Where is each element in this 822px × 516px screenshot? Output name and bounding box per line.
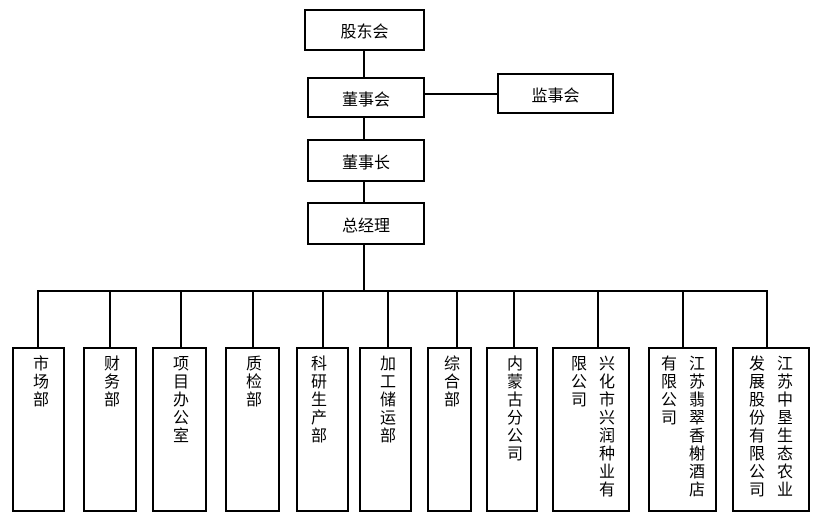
board-label: 董事会 bbox=[341, 89, 390, 109]
drop-line-research-production bbox=[322, 290, 324, 348]
dept-box-jiangsu-zhongken: 江苏中垦生态农业 发展股份有限公司 bbox=[732, 347, 810, 512]
dept-box-quality: 质检部 bbox=[225, 347, 280, 512]
connector-board-chairman bbox=[363, 117, 365, 140]
dept-box-market: 市场部 bbox=[12, 347, 65, 512]
dept-label-general: 综合部 bbox=[441, 355, 460, 409]
shareholders-label: 股东会 bbox=[340, 22, 389, 41]
dept-label-jiangsu-zhongken-col1: 江苏中垦生态农业 bbox=[774, 355, 793, 499]
dept-label-quality: 质检部 bbox=[243, 355, 262, 409]
dept-box-general: 综合部 bbox=[427, 347, 472, 512]
dept-label-processing-storage: 加工储运部 bbox=[377, 355, 396, 445]
dept-box-xinghua-xingrun: 兴化市兴润种业有 限公司 bbox=[552, 347, 630, 512]
drop-line-finance bbox=[109, 290, 111, 348]
drop-line-jiangsu-feicui-hotel bbox=[682, 290, 684, 348]
drop-line-market bbox=[37, 290, 39, 348]
drop-line-project-office bbox=[180, 290, 182, 348]
dept-label-jiangsu-feicui-hotel-col1: 江苏翡翠香榭酒店 bbox=[686, 355, 705, 499]
drop-line-general bbox=[456, 290, 458, 348]
shareholders-box: 股东会 bbox=[304, 9, 425, 51]
dept-box-finance: 财务部 bbox=[83, 347, 137, 512]
connector-shareholders-board bbox=[363, 50, 365, 78]
department-bus bbox=[38, 290, 766, 292]
chairman-label: 董事长 bbox=[341, 152, 390, 172]
dept-label-finance: 财务部 bbox=[101, 355, 120, 409]
dept-label-research-production: 科研生产部 bbox=[308, 355, 327, 445]
dept-label-xinghua-xingrun-col2: 限公司 bbox=[568, 355, 587, 409]
dept-label-market: 市场部 bbox=[30, 355, 49, 409]
connector-board-supervisors bbox=[425, 93, 498, 95]
board-box: 董事会 bbox=[307, 77, 425, 118]
chairman-box: 董事长 bbox=[307, 139, 425, 182]
supervisors-box: 监事会 bbox=[497, 73, 614, 114]
drop-line-xinghua-xingrun bbox=[597, 290, 599, 348]
dept-label-jiangsu-feicui-hotel-col2: 有限公司 bbox=[658, 355, 677, 427]
gm-box: 总经理 bbox=[307, 202, 425, 245]
dept-box-inner-mongolia-branch: 内蒙古分公司 bbox=[486, 347, 538, 512]
dept-label-jiangsu-zhongken-col2: 发展股份有限公司 bbox=[746, 355, 765, 499]
dept-box-research-production: 科研生产部 bbox=[296, 347, 349, 512]
dept-box-processing-storage: 加工储运部 bbox=[359, 347, 412, 512]
connector-gm-bus bbox=[363, 244, 365, 291]
drop-line-quality bbox=[252, 290, 254, 348]
dept-label-xinghua-xingrun-col1: 兴化市兴润种业有 bbox=[596, 355, 615, 499]
drop-line-processing-storage bbox=[387, 290, 389, 348]
dept-label-inner-mongolia-branch: 内蒙古分公司 bbox=[504, 355, 523, 463]
supervisors-label: 监事会 bbox=[531, 85, 580, 105]
drop-line-jiangsu-zhongken bbox=[766, 290, 768, 348]
dept-box-jiangsu-feicui-hotel: 江苏翡翠香榭酒店 有限公司 bbox=[648, 347, 717, 512]
drop-line-inner-mongolia-branch bbox=[513, 290, 515, 348]
dept-box-project-office: 项目办公室 bbox=[152, 347, 207, 512]
connector-chairman-gm bbox=[363, 181, 365, 203]
dept-label-project-office: 项目办公室 bbox=[170, 355, 189, 445]
gm-label: 总经理 bbox=[341, 215, 390, 235]
